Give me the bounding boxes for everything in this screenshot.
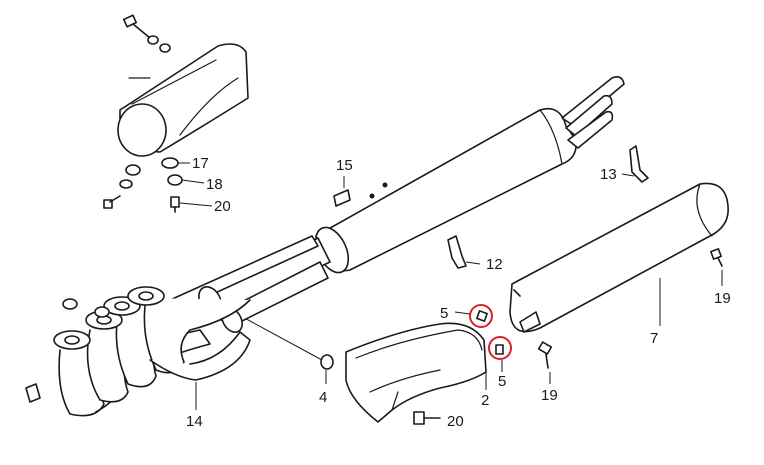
rubber-mount-15: [333, 176, 351, 207]
muffler-heat-shield-7: [509, 182, 729, 333]
callout-18: 18: [206, 176, 223, 193]
heat-shield-cap: [117, 43, 249, 157]
clip-5-lower: [488, 336, 512, 372]
callout-19-lower: 19: [541, 387, 558, 404]
bracket-12: [447, 235, 481, 269]
bolt-20-lower: [413, 411, 441, 425]
grommet-18: [167, 174, 183, 186]
bracket-13: [621, 145, 649, 183]
callout-20-upper: 20: [214, 198, 231, 215]
callout-7: 7: [650, 330, 658, 347]
bolt-19-lower: [537, 341, 553, 384]
header-nut: [25, 383, 41, 403]
exhaust-headers-14: [53, 235, 331, 417]
callout-19-upper: 19: [714, 290, 731, 307]
callout-12: 12: [486, 256, 503, 273]
bolt-20-upper: [170, 196, 180, 213]
callout-labels: 17 18 20 15 13 12 19 5 5 7 4 2 19 14 20: [186, 155, 731, 430]
gasket-4: [320, 354, 334, 384]
callout-2: 2: [481, 392, 489, 409]
callout-13: 13: [600, 166, 617, 183]
callout-15: 15: [336, 157, 353, 174]
callout-5-upper: 5: [440, 305, 448, 322]
callout-20-lower: 20: [447, 413, 464, 430]
cap-bolt-top: [122, 14, 171, 53]
callout-5-lower: 5: [498, 373, 506, 390]
callout-17: 17: [192, 155, 209, 172]
callout-14: 14: [186, 413, 203, 430]
washer-17: [161, 157, 179, 169]
cap-bolt-left: [103, 164, 141, 209]
callout-4: 4: [319, 389, 327, 406]
bolt-19-upper: [710, 248, 723, 286]
connecting-pipe-2: [345, 322, 487, 423]
main-muffler: [314, 76, 625, 274]
clip-5-upper: [454, 304, 493, 328]
